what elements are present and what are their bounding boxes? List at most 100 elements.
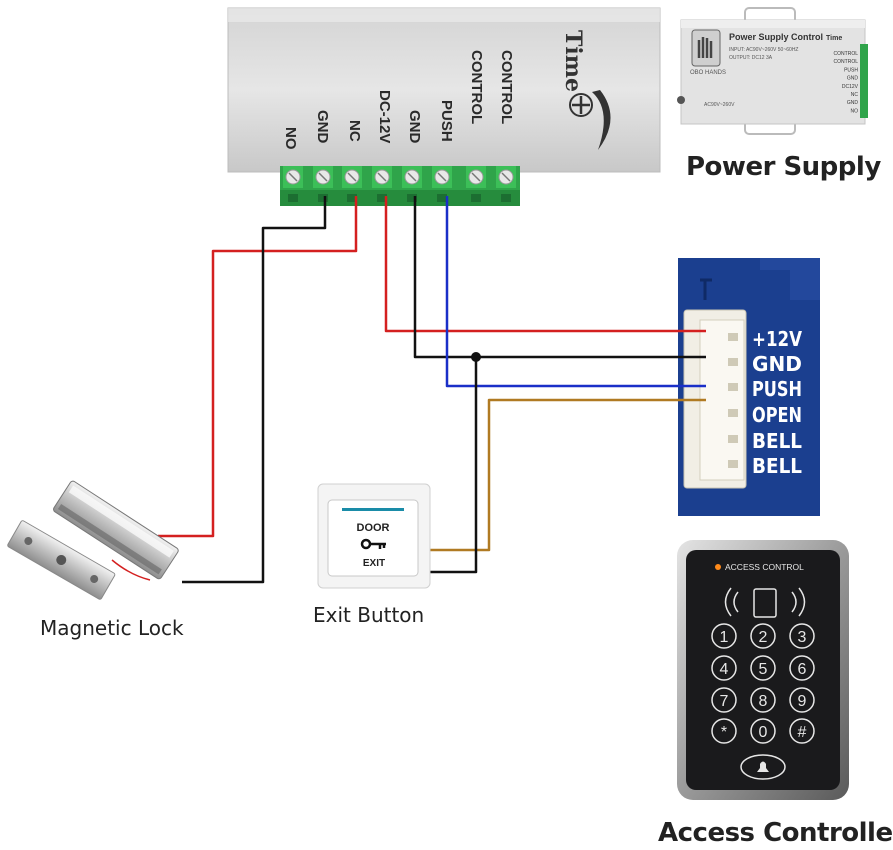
time-logo-icon [569,90,611,150]
exit-button-top-text: DOOR [357,522,390,534]
wire-nc-red [158,196,358,538]
lock-armature-plate [7,520,116,600]
connector-pin [728,435,738,443]
wire-gnd-black [182,196,327,584]
key-icon [360,538,386,550]
connector-pin [728,460,738,468]
ps-maker: OBO HANDS [690,70,726,76]
keypad-key-label: 5 [759,661,768,678]
connector-pin [728,358,738,366]
terminal-label-no: NO [282,127,299,150]
wire-exit-black [430,357,478,574]
controller-header: ACCESS CONTROL [725,562,804,572]
terminal-screws [283,166,516,202]
terminal-screw [372,166,392,202]
board-header-connector [683,309,747,489]
ps-terminal-label: DC12V [842,84,859,90]
keypad-key[interactable]: * [711,718,737,744]
wire-push-blue [445,196,706,388]
keypad-key[interactable]: 4 [711,655,737,681]
rfid-card-icon [724,587,806,618]
keypad-key[interactable]: 0 [750,718,776,744]
keypad-key-label: # [798,724,807,741]
hand-logo-icon [691,29,721,67]
terminal-label-nc: NC [346,120,363,142]
keypad-key[interactable]: # [789,718,815,744]
terminal-screw [283,166,303,202]
keypad-key-label: 1 [720,629,729,646]
board-label: OPEN [752,403,802,427]
exit-button: DOOR EXIT [317,483,431,589]
terminal-label-gnd-lock: GND [314,110,331,144]
board-label: PUSH [752,377,802,401]
keypad-key-label: 9 [798,693,807,710]
status-led-icon [715,564,721,570]
keypad-key-label: 8 [759,693,768,710]
wire-open-orange [430,398,706,552]
connector-pin [728,333,738,341]
ps-terminal-label: PUSH [844,67,858,73]
terminal-label-gnd: GND [406,110,423,144]
connector-pin [728,409,738,417]
terminal-label-dc12v: DC-12V [376,90,393,143]
keypad: 1 2 3 4 5 6 7 8 9 * 0 # [711,623,815,744]
ps-terminal-label: NC [851,92,859,98]
bell-key[interactable] [740,754,786,780]
board-pins [728,333,738,468]
access-controller: ACCESS CONTROL 1 2 3 4 5 6 7 8 9 * 0 # [677,540,849,800]
terminal-label-push: PUSH [438,100,455,142]
ps-terminal-label: CONTROL [834,51,859,57]
access-controller-caption: Access Controller [658,818,893,848]
ps-terminal-label: GND [847,76,859,82]
keypad-key-label: * [721,724,727,741]
keypad-key[interactable]: 2 [750,623,776,649]
exit-button-bottom-text: EXIT [363,558,385,569]
terminal-screw [402,166,422,202]
ps-terminal-label: NO [851,108,859,114]
terminal-label-control-1: CONTROL [468,50,485,124]
keypad-key-label: 2 [759,629,768,646]
wire-junction-dot [471,352,481,362]
board-label: +12V [752,327,802,351]
keypad-key-label: 0 [759,724,768,741]
keypad-key[interactable]: 1 [711,623,737,649]
magnetic-lock [7,480,179,600]
keypad-key[interactable]: 5 [750,655,776,681]
ps-brand: Time [826,35,842,42]
terminal-screw [342,166,362,202]
board-label: BELL [752,454,802,478]
power-supply-caption: Power Supply [686,152,881,182]
ps-ac-line: AC90V~260V [704,102,735,108]
ps-terminal-labels: CONTROL CONTROL PUSH GND DC12V NC GND NO [834,51,859,114]
terminal-label-control-2: CONTROL [498,50,515,124]
keypad-key[interactable]: 7 [711,687,737,713]
keypad-key[interactable]: 3 [789,623,815,649]
wire-gnd-black-board [413,196,706,359]
ps-terminal-label: CONTROL [834,59,859,65]
terminal-screw [466,166,486,202]
ps-terminal-label: GND [847,100,859,106]
wires [158,196,706,584]
keypad-key-label: 7 [720,693,729,710]
keypad-key-label: 4 [720,661,729,678]
board-label: GND [752,352,802,376]
magnetic-lock-caption: Magnetic Lock [40,616,184,640]
ps-output-line: OUTPUT: DC12 3A [729,55,773,61]
main-unit: Time NO GND NC DC-12V GND PUSH CONTROL C… [227,7,661,206]
ps-input-line: INPUT: AC90V~260V 50~60HZ [729,47,799,53]
connector-pin [728,383,738,391]
power-supply-thumbnail: OBO HANDS Power Supply Control INPUT: AC… [677,7,868,135]
keypad-key-label: 3 [798,629,807,646]
board-label: BELL [752,429,802,453]
ps-label-title: Power Supply Control [729,32,823,42]
keypad-key[interactable]: 8 [750,687,776,713]
bell-icon [757,761,769,773]
terminal-screw [432,166,452,202]
terminal-screw [496,166,516,202]
keypad-key[interactable]: 9 [789,687,815,713]
terminal-screw [313,166,333,202]
lock-body [53,480,179,580]
keypad-key[interactable]: 6 [789,655,815,681]
